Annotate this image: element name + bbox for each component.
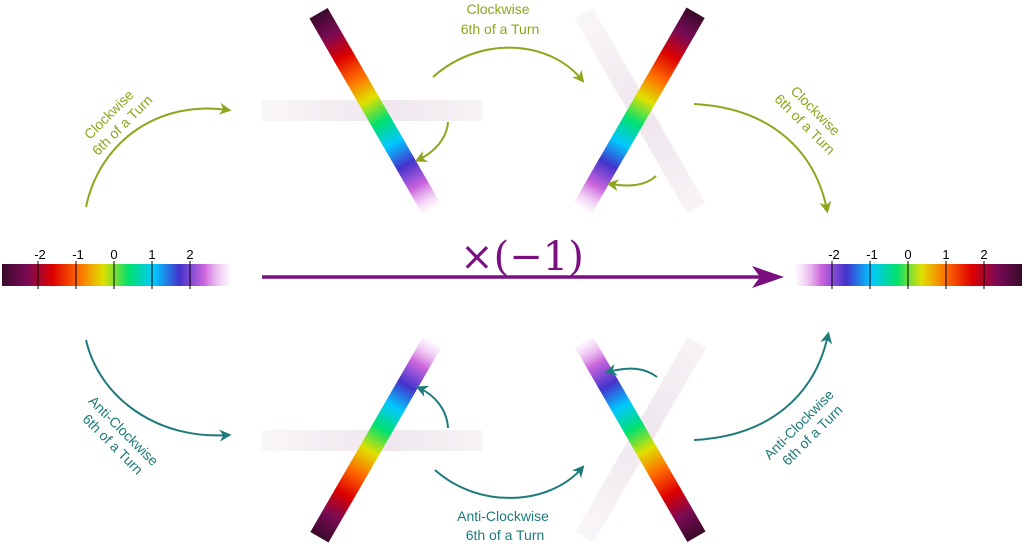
anticlockwise-labels: Anti-Clockwise 6th of a Turn Anti-Clockw… <box>73 384 852 543</box>
rotated-spectrum-bar <box>309 8 441 214</box>
curved-arrow <box>693 331 833 441</box>
anticlockwise-arrows <box>85 331 833 499</box>
curved-arrow <box>85 339 232 442</box>
label-line: Anti-Clockwise <box>457 508 549 524</box>
anticlockwise-label: Anti-Clockwise 6th of a Turn <box>73 393 164 484</box>
clockwise-step-2 <box>573 7 706 214</box>
label-line: 6th of a Turn <box>466 527 545 543</box>
curved-arrow <box>415 385 449 429</box>
tick-label: 2 <box>186 247 193 262</box>
clockwise-labels: Clockwise 6th of a Turn Clockwise 6th of… <box>81 1 850 159</box>
rotated-spectrum-bar <box>310 337 442 543</box>
original-ticks <box>37 261 191 289</box>
anticlockwise-label: Anti-Clockwise 6th of a Turn <box>457 508 553 543</box>
clockwise-label: Clockwise 6th of a Turn <box>461 1 540 37</box>
tick-label: -1 <box>866 247 878 262</box>
label-line: Clockwise <box>467 1 530 17</box>
tick-label: 0 <box>904 247 911 262</box>
negated-number-line: -2 -1 0 1 2 <box>796 247 1022 289</box>
tick-label: 1 <box>148 247 155 262</box>
clockwise-step-1 <box>262 8 482 214</box>
tick-label: 0 <box>110 247 117 262</box>
curved-arrow <box>85 102 232 208</box>
negated-ticks <box>831 261 985 289</box>
curved-arrow <box>604 364 658 378</box>
tick-label: 1 <box>942 247 949 262</box>
original-spectrum-bar <box>2 264 230 286</box>
anticlockwise-step-2 <box>574 336 707 543</box>
tick-label: -2 <box>828 247 840 262</box>
negation-operation: ×(−1) <box>262 234 784 288</box>
rotated-spectrum-bar <box>574 336 706 542</box>
negated-spectrum-bar <box>796 264 1022 286</box>
tick-label: -1 <box>72 247 84 262</box>
negation-arrow-head <box>752 266 784 288</box>
rotated-spectrum-bar <box>573 7 705 213</box>
original-number-line: -2 -1 0 1 2 <box>2 247 230 289</box>
curved-arrow <box>432 46 585 83</box>
anticlockwise-label: Anti-Clockwise 6th of a Turn <box>761 384 852 475</box>
clockwise-arrows <box>85 46 832 214</box>
label-line: 6th of a Turn <box>461 21 540 37</box>
negation-label: ×(−1) <box>460 234 584 280</box>
curved-arrow <box>693 103 832 214</box>
curved-arrow <box>434 465 585 499</box>
tick-label: 2 <box>980 247 987 262</box>
tick-label: -2 <box>34 247 46 262</box>
clockwise-label: Clockwise 6th of a Turn <box>771 79 850 158</box>
curved-arrow <box>414 121 449 162</box>
anticlockwise-step-1 <box>262 337 482 543</box>
curved-arrow <box>606 175 657 192</box>
